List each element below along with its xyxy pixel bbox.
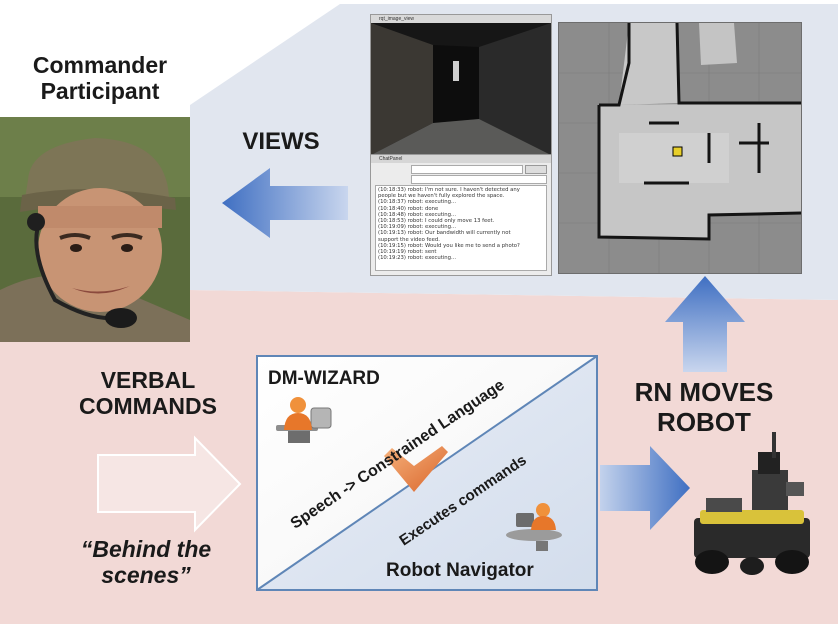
behind-scenes-label: “Behind the scenes” <box>46 536 246 589</box>
chat-row-two <box>371 175 551 184</box>
commander-title-line2: Participant <box>40 78 160 105</box>
robot-navigator-label: Robot Navigator <box>386 560 534 581</box>
chat-log-line: (10:19:23) robot: executing... <box>378 255 457 262</box>
commander-photo <box>0 117 190 342</box>
dm-wizard-label: DM-WIZARD <box>268 368 380 389</box>
views-arrow <box>222 168 348 238</box>
rn-label-line1: RN MOVES <box>634 377 774 407</box>
up-arrow <box>665 276 745 372</box>
robot-image <box>694 432 810 575</box>
chevron-down-icon <box>384 446 448 492</box>
commander-title: Commander Participant <box>0 52 200 105</box>
views-label: VIEWS <box>242 128 320 155</box>
chat-log: (10:18:33) robot: I'm not sure. I haven'… <box>375 185 547 271</box>
chat-button-one[interactable] <box>525 165 547 174</box>
rn-label-line2: ROBOT <box>657 406 751 437</box>
chat-panel: ChatPanel (10:18:33) robot: I'm not sure… <box>370 154 552 276</box>
chat-log-line: (10:18:37) robot: executing... <box>378 199 457 206</box>
chat-log-line: (10:19:15) robot: Would you like me to s… <box>378 242 520 249</box>
chat-log-line: (10:19:13) robot: Our bandwidth will cur… <box>378 230 511 237</box>
chat-window-title: ChatPanel <box>371 155 551 163</box>
chat-log-line: support the video feed. <box>378 236 440 243</box>
corridor-image <box>371 23 551 155</box>
verbal-commands-label: VERBAL COMMANDS <box>48 367 248 420</box>
wizard-box-border <box>256 355 598 591</box>
behind-label-line1: “Behind the <box>80 536 212 562</box>
wizard-person-icon <box>276 397 332 443</box>
commander-title-line1: Commander <box>32 52 168 78</box>
robot-arrow <box>600 446 690 530</box>
verbal-label-line2: COMMANDS <box>79 393 217 420</box>
verbal-label-line1: VERBAL <box>100 367 196 393</box>
camera-window-title: rqt_image_view <box>371 15 551 23</box>
chat-log-line: people but we haven't fully explored the… <box>378 193 505 200</box>
chat-log-line: (10:18:53) robot: I could only move 13 f… <box>378 218 495 225</box>
chat-log-line: (10:18:33) robot: I'm not sure. I haven'… <box>378 187 520 193</box>
chat-log-line: (10:19:09) robot: executing... <box>378 224 457 231</box>
chat-log-line: (10:19:19) robot: sent <box>378 249 437 256</box>
camera-view: rqt_image_view <box>370 14 552 156</box>
robot-position-marker <box>672 146 683 157</box>
navigator-person-icon <box>506 503 562 551</box>
rn-moves-robot-label: RN MOVES ROBOT <box>604 377 804 438</box>
occupancy-map <box>558 22 802 274</box>
chat-log-line: (10:18:40) robot: done <box>378 205 439 212</box>
faint-right-arrow <box>97 435 242 533</box>
map-image <box>559 23 801 273</box>
chat-input-two[interactable] <box>411 175 547 184</box>
behind-label-line2: scenes” <box>101 562 191 589</box>
chat-row-one <box>371 165 551 174</box>
chat-log-line: (10:18:48) robot: executing... <box>378 211 457 218</box>
chat-input-one[interactable] <box>411 165 523 174</box>
